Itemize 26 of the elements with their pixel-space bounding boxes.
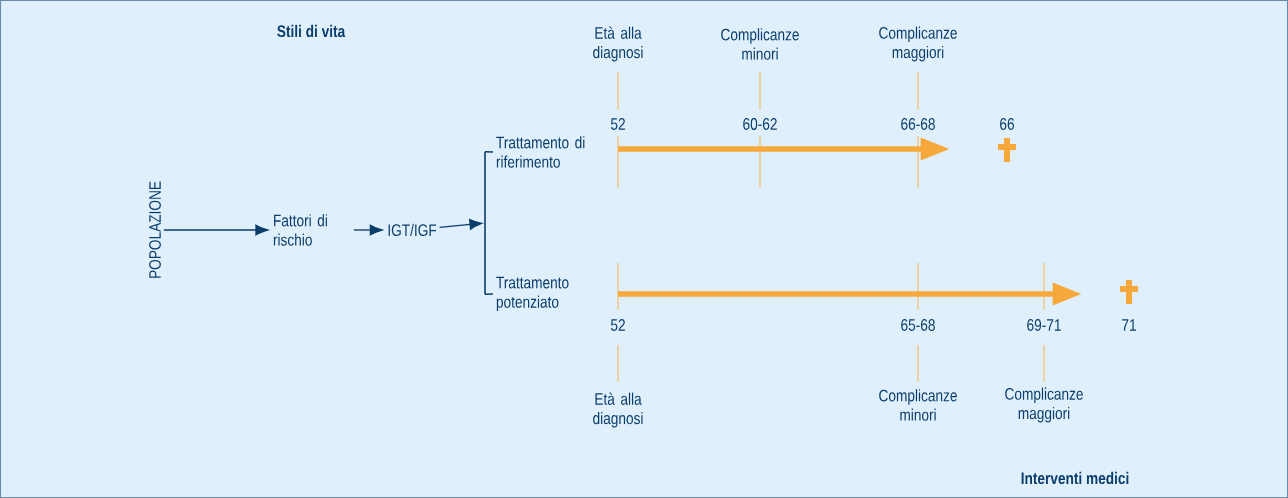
timeline-label: Complicanze maggiori <box>1005 387 1083 423</box>
bracket-tick <box>484 293 494 296</box>
node-label: IGT/IGF <box>388 223 437 237</box>
timeline-label: 71 <box>1122 319 1136 331</box>
bracket-tick <box>484 150 494 153</box>
node-label: Trattamento potenziato <box>496 276 569 312</box>
timeline-label: 52 <box>610 118 625 130</box>
timeline-label: 66-68 <box>901 118 935 130</box>
timeline-label: Complicanze minori <box>879 389 957 421</box>
timeline-label: 66 <box>1000 118 1014 130</box>
timeline-label: Età alla diagnosi <box>593 26 643 62</box>
node-label: Trattamento di riferimento <box>496 136 585 168</box>
timeline-label: Complicanze minori <box>721 28 799 60</box>
timeline-label: 60-62 <box>743 118 777 130</box>
arrow <box>163 224 269 236</box>
timeline-label: 65-68 <box>901 319 935 331</box>
timeline-label: 52 <box>610 319 625 331</box>
timeline-label: 69-71 <box>1027 319 1061 331</box>
timeline-label: Età alla diagnosi <box>593 392 643 428</box>
section-heading: Interventi medici <box>1021 471 1129 485</box>
node-label: Fattori di rischio <box>273 214 327 246</box>
arrow <box>353 224 383 236</box>
arrow <box>438 219 483 230</box>
timeline-label: Complicanze maggiori <box>879 26 957 62</box>
node-label: POPOLAZIONE <box>149 181 161 278</box>
section-heading: Stili di vita <box>277 24 346 38</box>
